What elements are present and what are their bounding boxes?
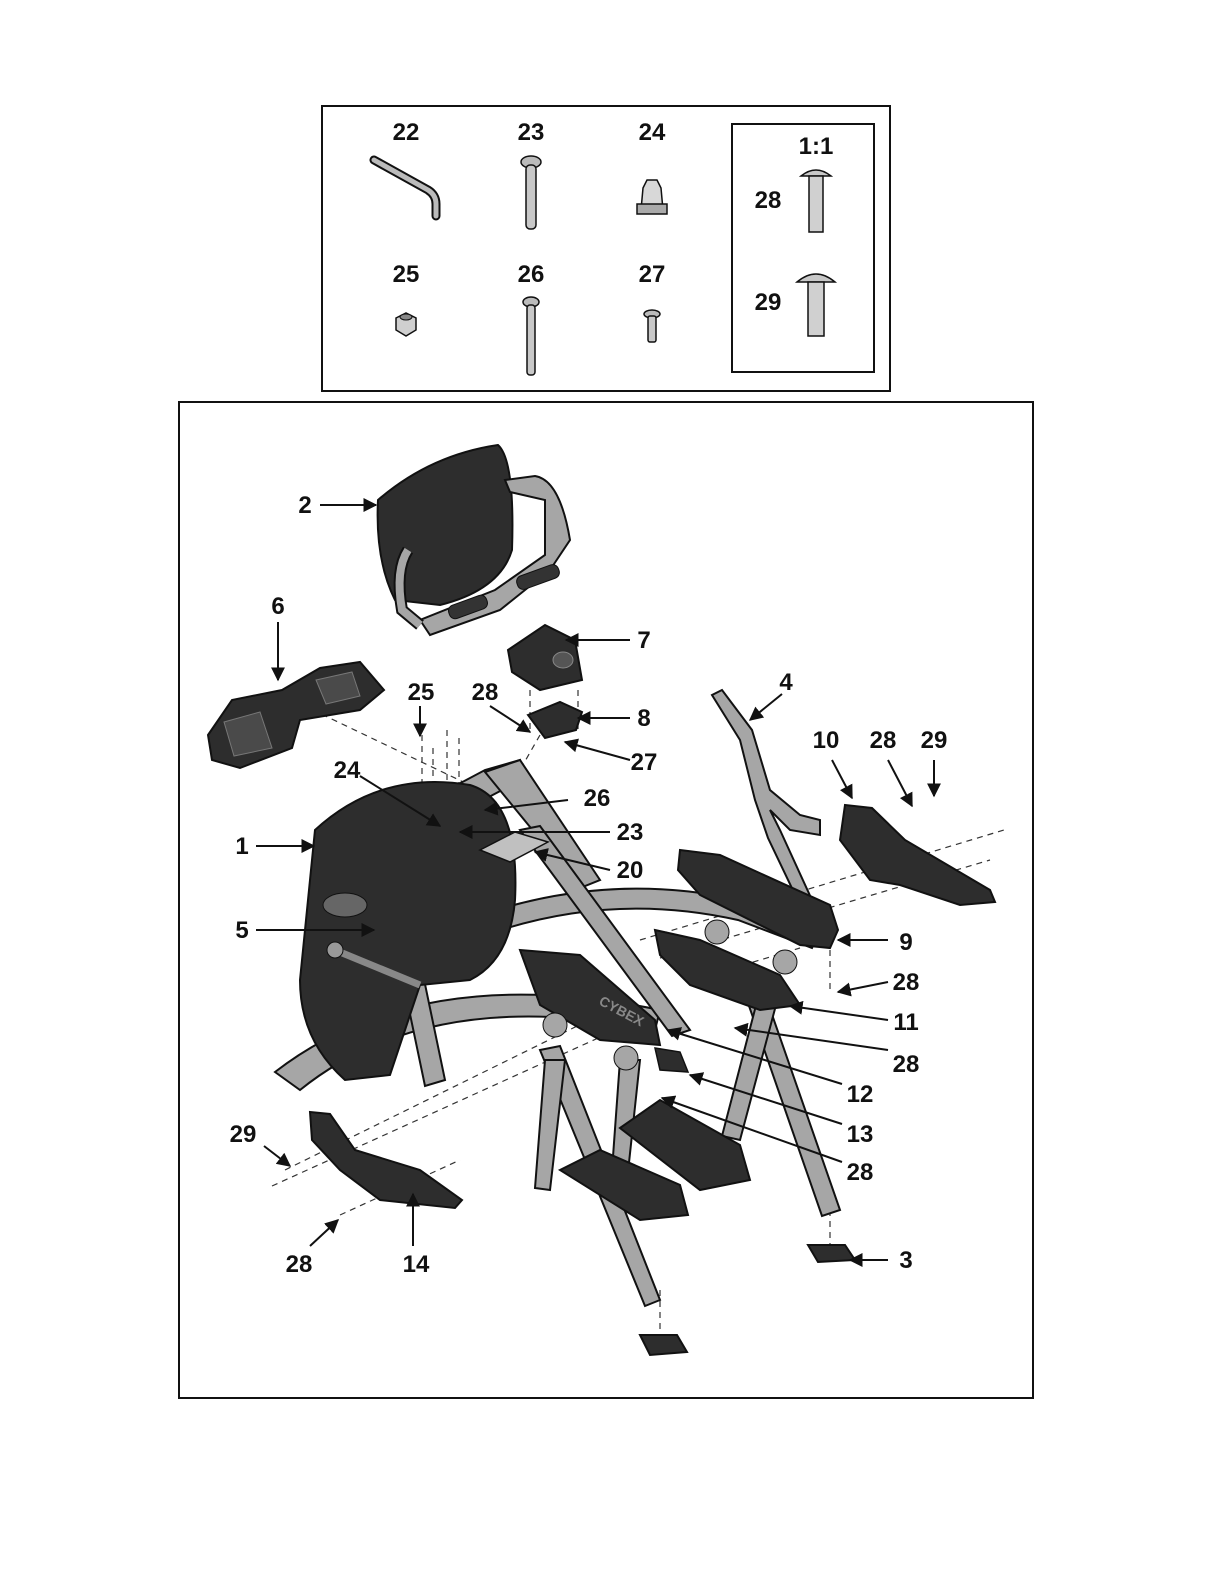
callout-2: 2 — [298, 492, 311, 519]
callout-4: 4 — [779, 669, 793, 696]
callout-28-right-3: 28 — [847, 1159, 874, 1186]
callout-20: 20 — [617, 857, 644, 884]
lock-nut-icon — [396, 313, 416, 336]
hardware-28-label: 28 — [755, 187, 782, 214]
callout-27: 27 — [631, 749, 658, 776]
hardware-26-label: 26 — [518, 261, 545, 288]
callout-24: 24 — [334, 757, 361, 784]
callout-23: 23 — [617, 819, 644, 846]
callout-3: 3 — [899, 1247, 912, 1274]
scale-box: 1:1 28 29 — [732, 124, 874, 372]
callout-9: 9 — [899, 929, 912, 956]
callout-10: 10 — [813, 727, 840, 754]
hardware-kit-panel: 22 23 24 25 26 27 — [322, 106, 890, 391]
callout-28-top-right: 28 — [870, 727, 897, 754]
hardware-25-label: 25 — [393, 261, 420, 288]
callout-13: 13 — [847, 1121, 874, 1148]
callout-6: 6 — [271, 593, 284, 620]
callout-5: 5 — [235, 917, 248, 944]
callout-25: 25 — [408, 679, 435, 706]
hardware-22-label: 22 — [393, 119, 420, 146]
callout-28-right-1: 28 — [893, 969, 920, 996]
callout-1: 1 — [235, 833, 248, 860]
callout-14: 14 — [403, 1251, 430, 1278]
callout-8: 8 — [637, 705, 650, 732]
hardware-23-label: 23 — [518, 119, 545, 146]
callout-7: 7 — [637, 627, 650, 654]
callout-28-bottom-left: 28 — [286, 1251, 313, 1278]
hardware-27-label: 27 — [639, 261, 666, 288]
callout-28-top: 28 — [472, 679, 499, 706]
hardware-29-label: 29 — [755, 289, 782, 316]
callout-29-left: 29 — [230, 1121, 257, 1148]
callout-12: 12 — [847, 1081, 874, 1108]
callout-11: 11 — [893, 1009, 918, 1036]
callout-28-right-2: 28 — [893, 1051, 920, 1078]
scale-label: 1:1 — [799, 133, 834, 160]
hardware-24-label: 24 — [639, 119, 666, 146]
callout-26: 26 — [584, 785, 611, 812]
callout-29-top-right: 29 — [921, 727, 948, 754]
